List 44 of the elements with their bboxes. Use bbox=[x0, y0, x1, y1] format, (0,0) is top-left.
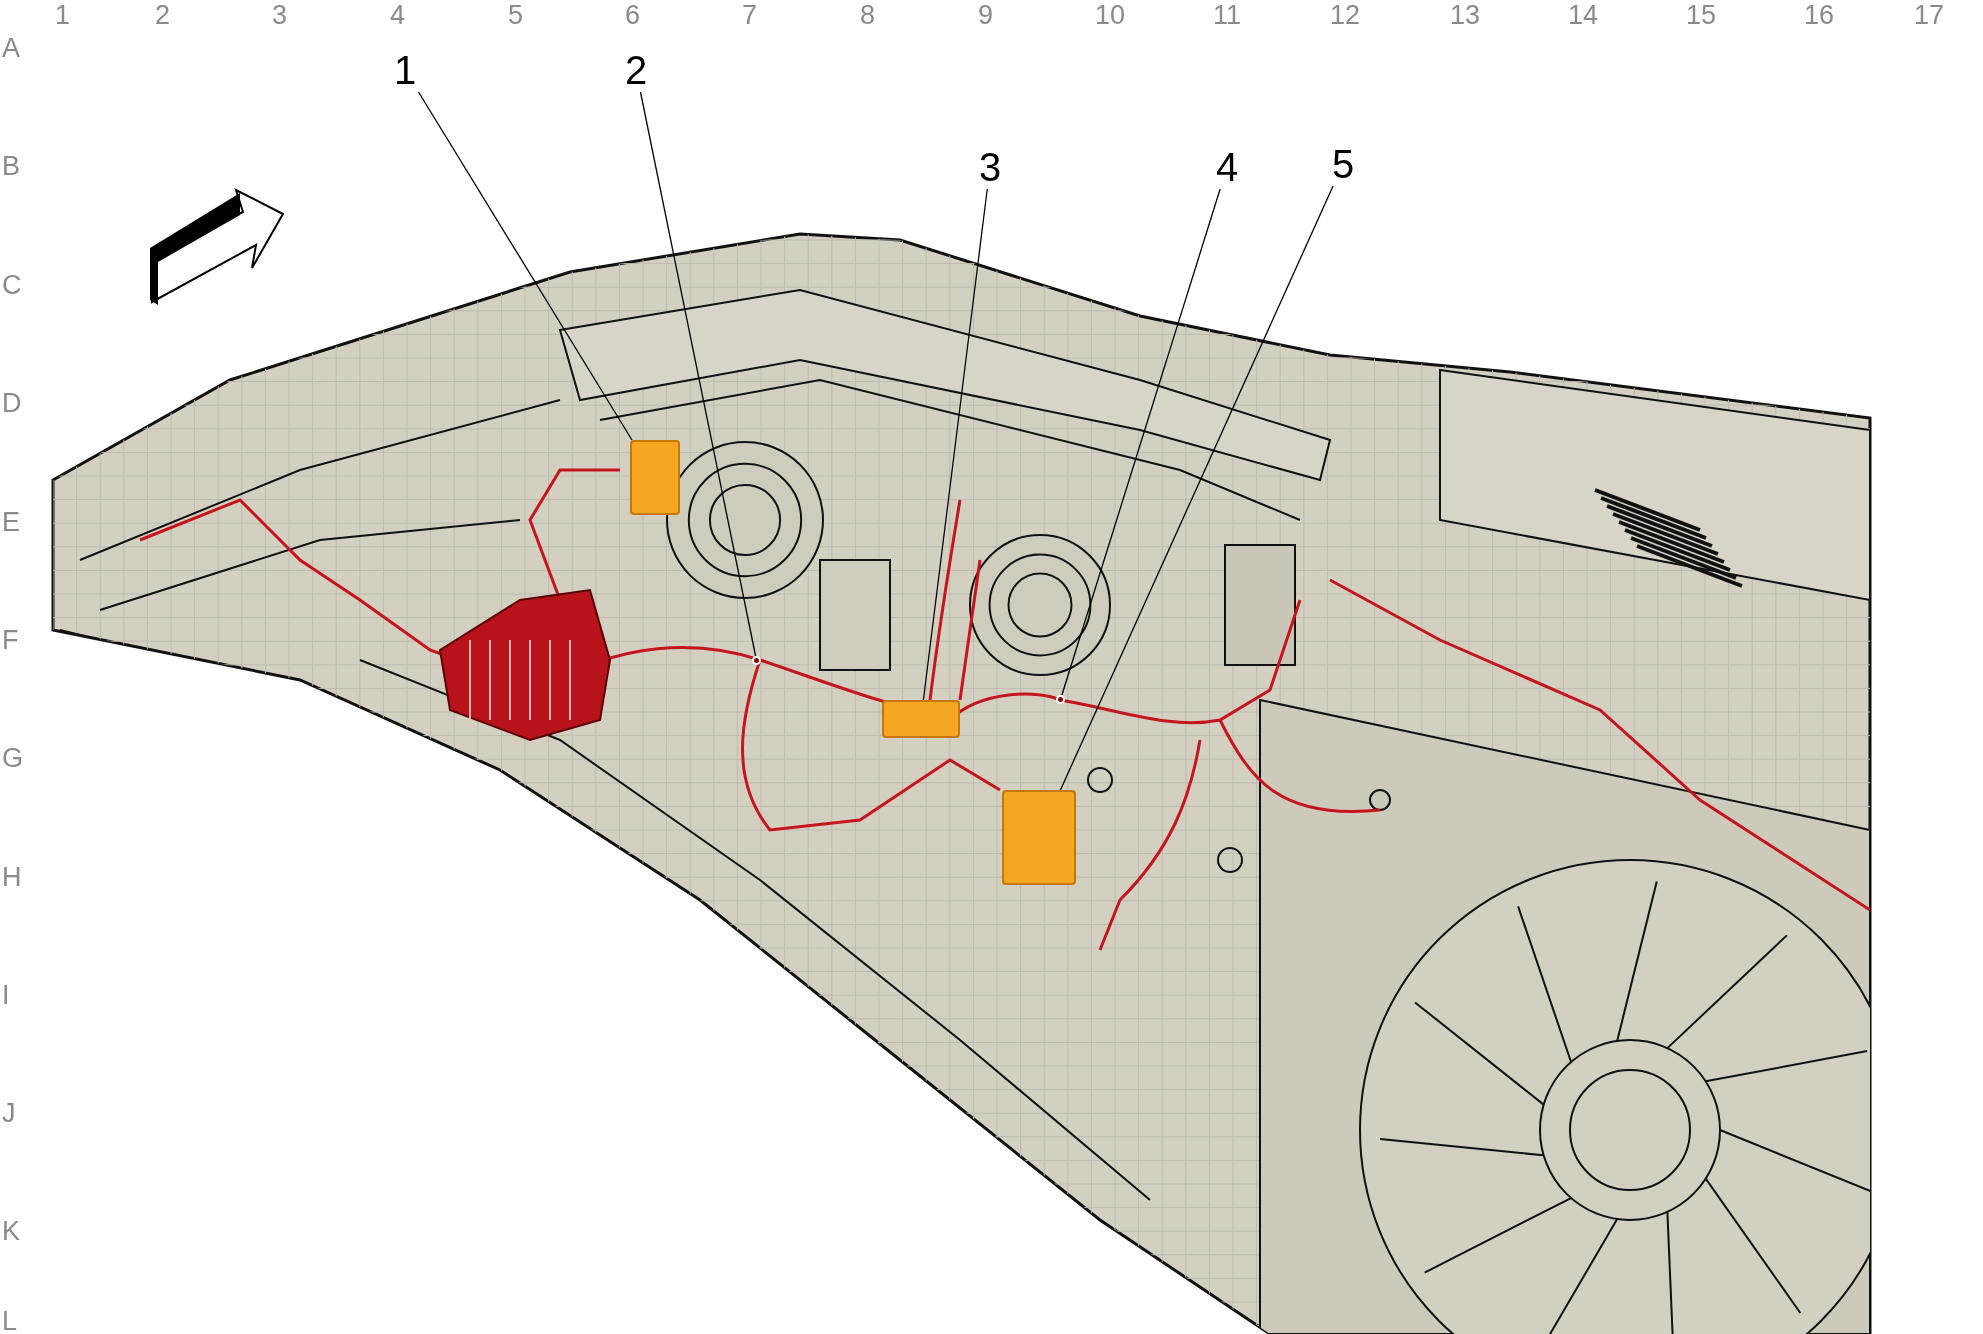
grid-reference-label: 11 bbox=[1213, 0, 1242, 30]
grid-reference-label: 16 bbox=[1804, 0, 1835, 30]
grid-reference-label: A bbox=[2, 33, 20, 63]
callout-number: 3 bbox=[973, 145, 1007, 189]
grid-reference-label: E bbox=[2, 507, 20, 537]
leader-line bbox=[639, 91, 757, 657]
grid-reference-label: D bbox=[2, 388, 22, 418]
grid-reference-label: C bbox=[2, 270, 22, 300]
grid-reference-label: 17 bbox=[1914, 0, 1945, 30]
wire-connector bbox=[1002, 790, 1076, 885]
callout-number: 4 bbox=[1210, 145, 1244, 189]
grid-reference-label: 12 bbox=[1330, 0, 1361, 30]
grid-reference-label: 10 bbox=[1095, 0, 1126, 30]
leader-line bbox=[922, 188, 988, 701]
grid-reference-label: 9 bbox=[978, 0, 994, 30]
grid-reference-label: I bbox=[2, 980, 10, 1010]
grid-reference-label: K bbox=[2, 1216, 20, 1246]
callout-number: 2 bbox=[619, 48, 653, 92]
grid-reference-label: 13 bbox=[1450, 0, 1481, 30]
grid-reference-label: 14 bbox=[1568, 0, 1599, 30]
callout-number: 5 bbox=[1326, 142, 1360, 186]
grid-reference-label: 15 bbox=[1686, 0, 1717, 30]
grid-reference-label: 1 bbox=[55, 0, 71, 30]
wire-junction bbox=[752, 656, 761, 665]
grid-reference-label: 5 bbox=[508, 0, 524, 30]
grid-reference-label: L bbox=[2, 1306, 18, 1334]
grid-reference-label: B bbox=[2, 151, 20, 181]
wire-junction bbox=[1056, 695, 1065, 704]
grid-reference-label: F bbox=[2, 625, 19, 655]
leader-line bbox=[1061, 188, 1221, 696]
grid-reference-label: 6 bbox=[625, 0, 641, 30]
grid-reference-label: H bbox=[2, 862, 22, 892]
wire-connector bbox=[630, 440, 680, 515]
grid-reference-label: 2 bbox=[155, 0, 171, 30]
grid-reference-label: 4 bbox=[390, 0, 406, 30]
grid-reference-label: 3 bbox=[272, 0, 288, 30]
grid-reference-label: 7 bbox=[742, 0, 758, 30]
leader-line bbox=[417, 91, 633, 441]
grid-reference-label: 8 bbox=[860, 0, 876, 30]
wire-connector bbox=[882, 700, 960, 738]
callout-number: 1 bbox=[388, 48, 422, 92]
leader-line bbox=[1059, 185, 1334, 791]
grid-reference-label: G bbox=[2, 743, 23, 773]
grid-reference-label: J bbox=[2, 1098, 16, 1128]
